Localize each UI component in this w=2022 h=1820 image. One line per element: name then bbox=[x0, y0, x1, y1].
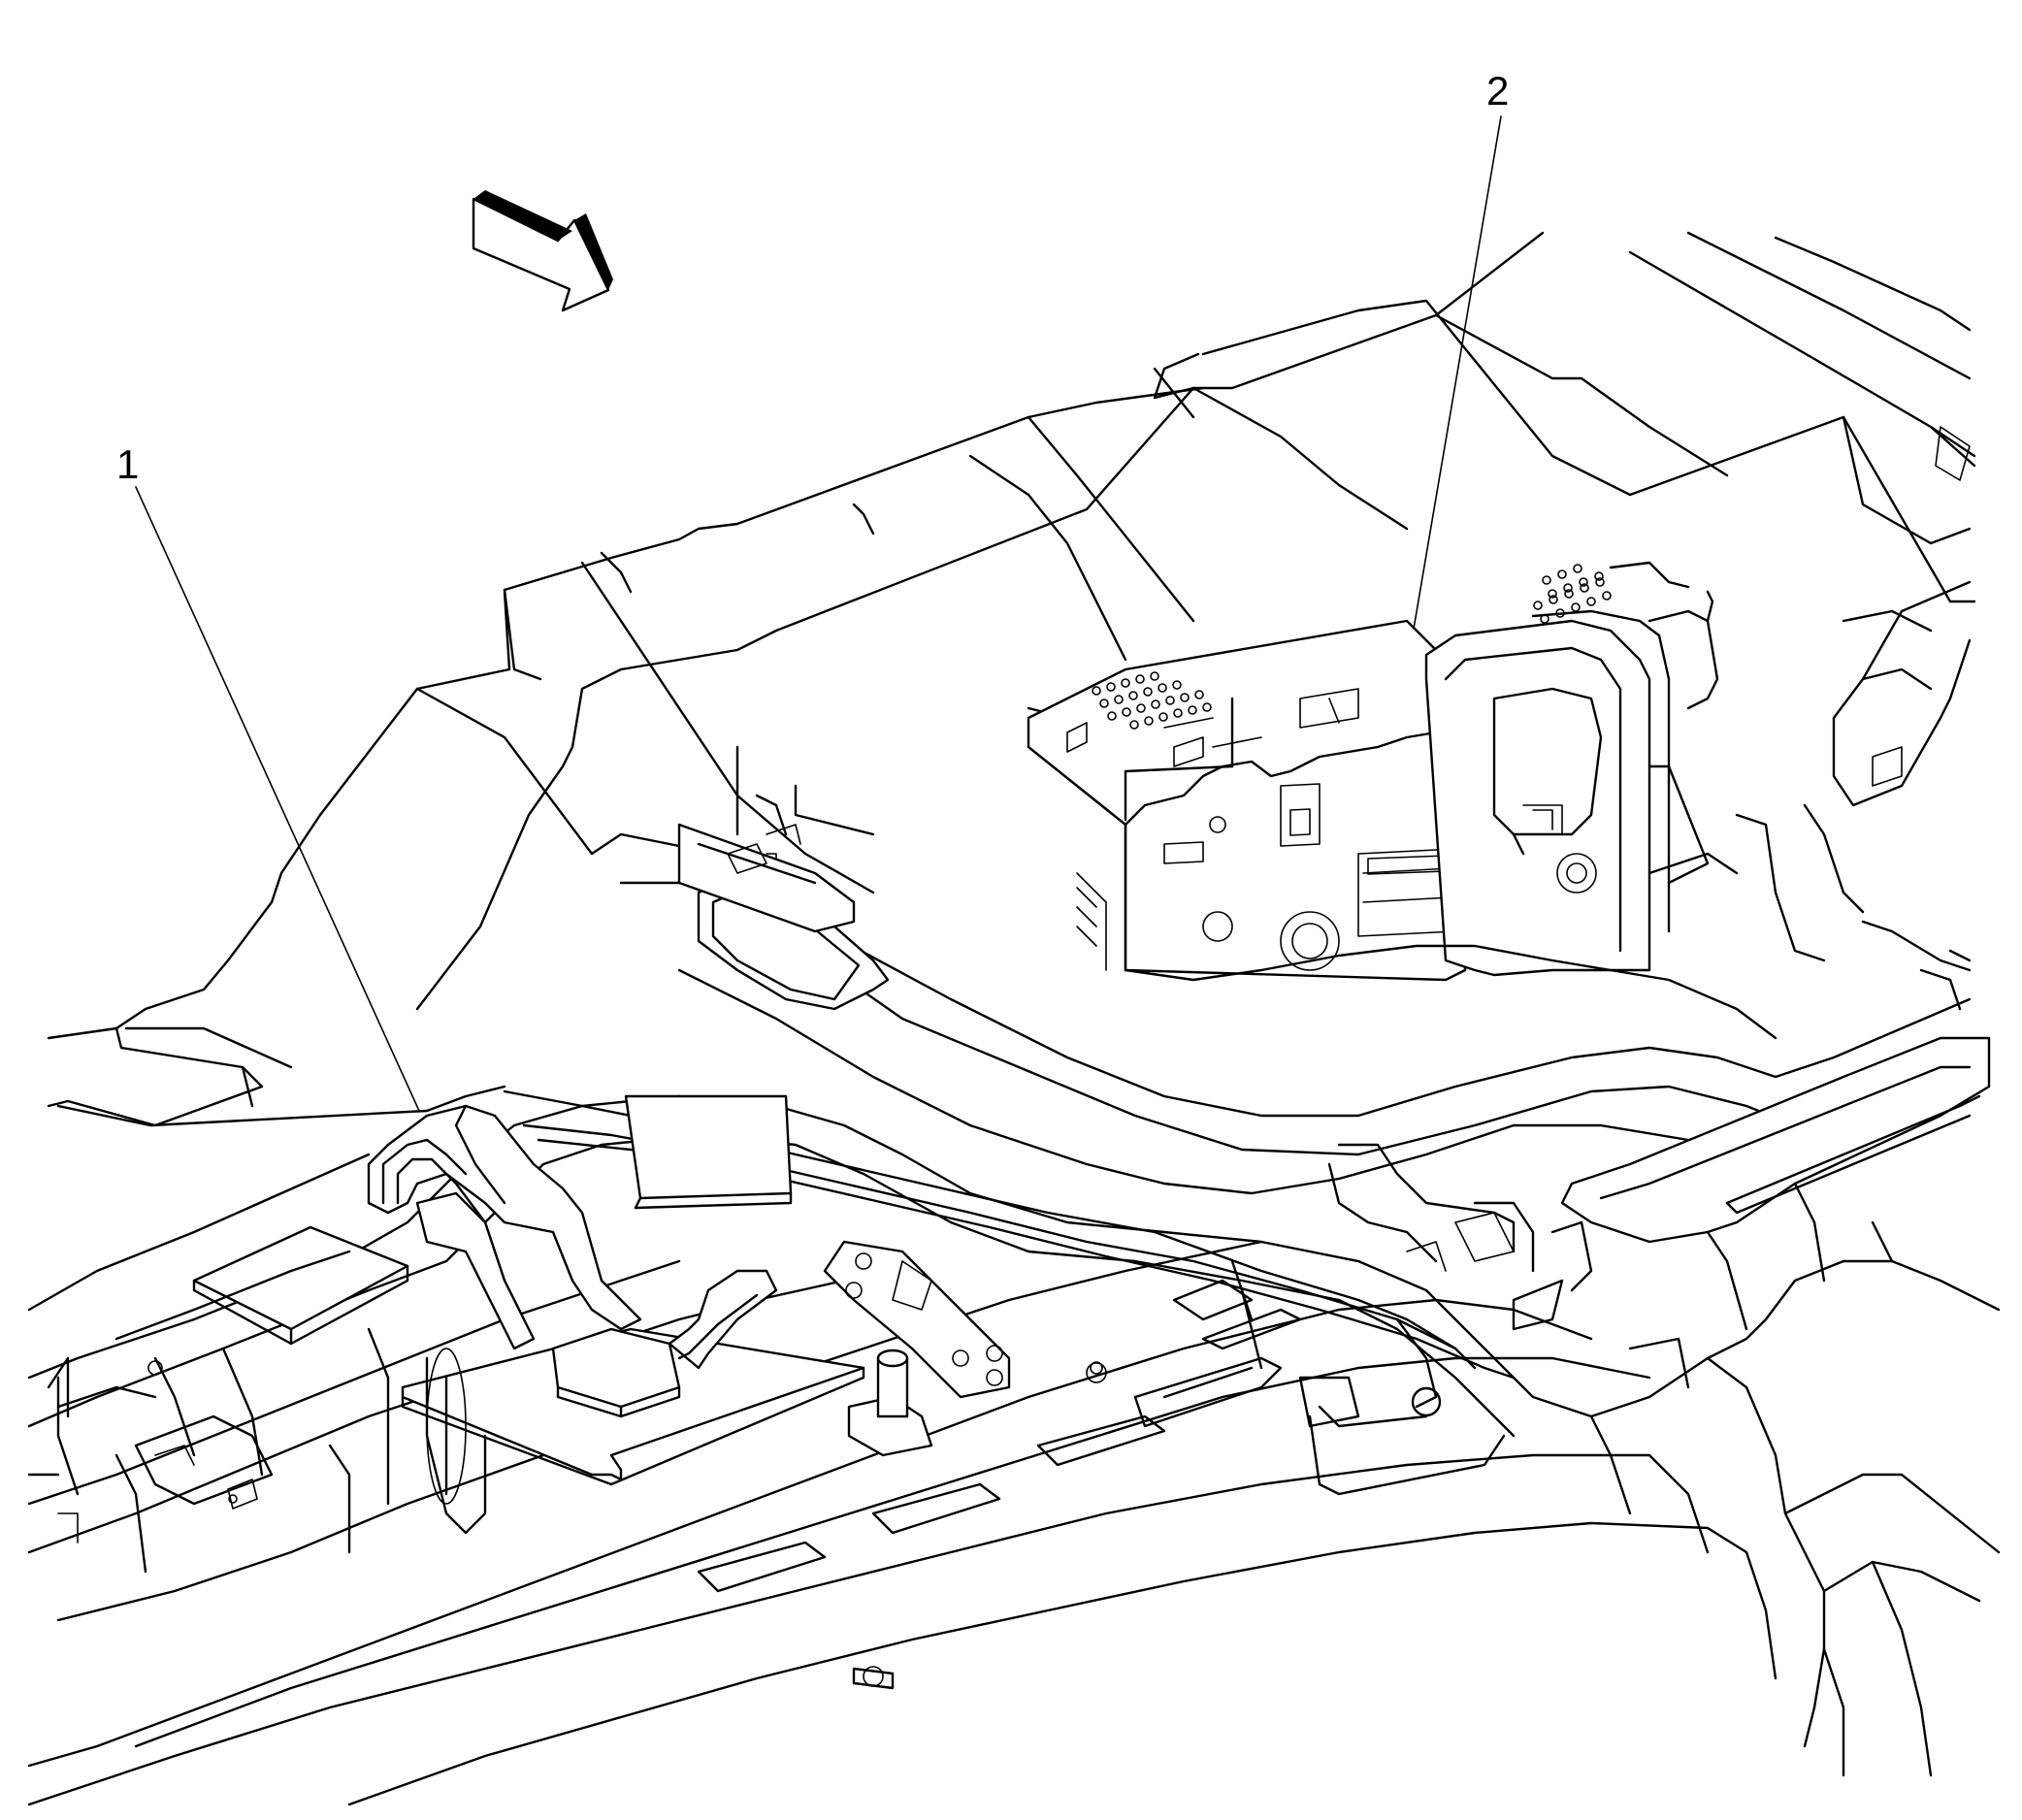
callout-1-leader bbox=[135, 486, 420, 1112]
callout-2-label: 2 bbox=[1486, 68, 1509, 114]
center-brackets bbox=[1327, 1143, 1535, 1273]
right-ribs bbox=[1647, 803, 1972, 1011]
radio-module bbox=[1027, 619, 1467, 982]
label-pads bbox=[192, 1094, 865, 1535]
instrument-panel-upper bbox=[114, 231, 1976, 1030]
left-dash-details bbox=[27, 1153, 371, 1554]
dash-left-outline bbox=[47, 1026, 506, 1127]
console-frame bbox=[27, 1094, 2001, 1806]
center-bracket bbox=[823, 1240, 1107, 1457]
callout-1: 1 bbox=[116, 441, 420, 1112]
callout-1-label: 1 bbox=[116, 441, 139, 487]
console-rail bbox=[1512, 1036, 1991, 1389]
vent-grille bbox=[1533, 564, 1612, 624]
front-of-vehicle-arrow-icon bbox=[472, 190, 613, 312]
callout-2: 2 bbox=[1411, 68, 1509, 641]
radio-vent-holes bbox=[1092, 671, 1212, 730]
mounting-bracket-item-1 bbox=[367, 1104, 642, 1350]
upper-panel-lines bbox=[600, 415, 1195, 933]
radio-bracket bbox=[1424, 561, 1719, 977]
console-slots bbox=[697, 1259, 1360, 1690]
callout-2-leader bbox=[1411, 115, 1502, 641]
